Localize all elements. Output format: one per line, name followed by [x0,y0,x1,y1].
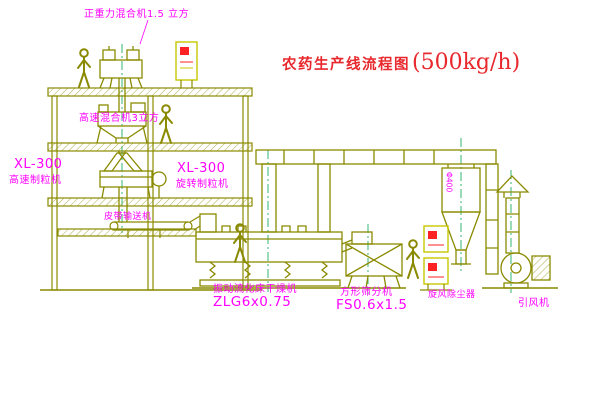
label-leader-line [139,19,149,45]
steel-structure [40,87,262,291]
exhaust-duct [255,149,499,275]
gravity-mixer [99,46,143,112]
induced-draft-fan [482,252,558,289]
label-duct-diameter: Φ400 [444,172,454,193]
granulator [99,151,167,222]
square-sieve [342,231,406,289]
diagram-title: 农药生产线流程图 (500kg/h) [282,50,520,75]
fluid-bed-dryer [192,163,353,289]
label-cyclone: 旋风除尘器 [428,290,476,300]
person-figure [77,48,91,88]
person-figure [233,223,247,263]
label-belt-conveyor: 皮带输送机 [104,212,152,222]
exhaust-stack [495,175,530,254]
label-sieve-name: 方形筛分机 [340,287,393,298]
label-mid-granulator-model: XL-300 [177,161,226,176]
label-dryer-model: ZLG6x0.75 [213,294,292,310]
label-sieve-model: FS0.6x1.5 [336,297,408,313]
control-panel-top [175,41,198,88]
label-gravity-mixer: 正重力混合机1.5 立方 [84,9,190,20]
high-speed-mixer [96,102,148,144]
label-left-granulator-model: XL-300 [14,157,63,172]
control-panels [420,225,452,291]
label-mid-granulator-name: 旋转制粒机 [176,179,229,190]
belt-conveyor [109,215,201,238]
person-figure [159,104,173,144]
label-left-granulator-name: 高速制粒机 [9,175,62,186]
person-figure [406,239,420,279]
label-dryer-name: 振动流化床干燥机 [213,284,297,295]
cyclone-separator [441,167,481,265]
label-high-speed-mixer: 高速混合机3立方 [79,113,160,124]
title-text: 农药生产线流程图 [282,57,410,73]
label-fan: 引风机 [518,298,550,309]
title-capacity: (500kg/h) [412,50,521,75]
